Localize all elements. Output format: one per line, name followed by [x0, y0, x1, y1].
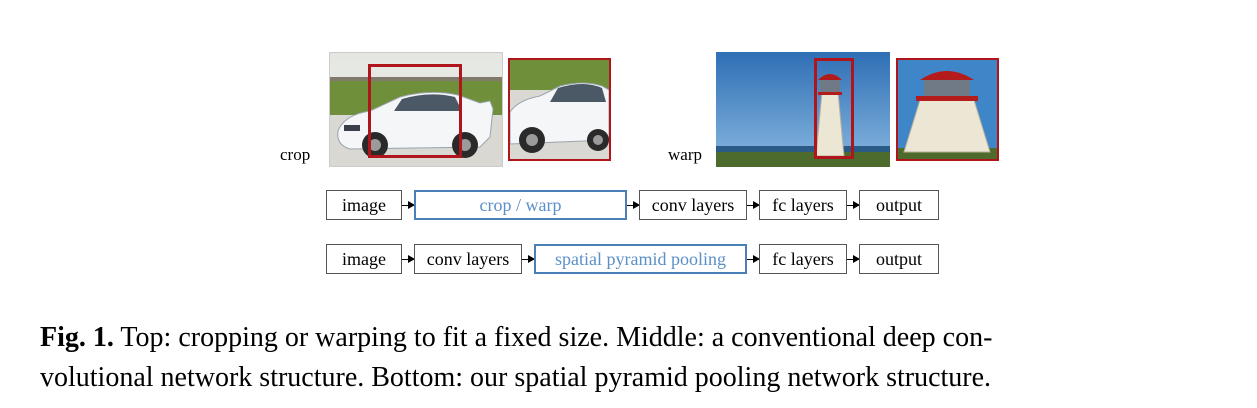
bottom-fc-layers-box: fc layers: [759, 244, 847, 274]
lighthouse-photo: [716, 52, 890, 167]
cropped-car-thumbnail: [508, 58, 611, 161]
top-image-box: image: [326, 190, 402, 220]
arrow-icon: [402, 201, 415, 209]
figure-1: crop warp image: [280, 52, 999, 274]
crop-label: crop: [280, 145, 311, 164]
car-photo: [329, 52, 503, 167]
arrow-icon: [747, 201, 760, 209]
bottom-image-box: image: [326, 244, 402, 274]
caption-line-2: volutional network structure. Bottom: ou…: [40, 362, 992, 393]
arrow-icon: [747, 255, 760, 263]
arrow-icon: [402, 255, 415, 263]
figure-caption: Fig. 1. Top: cropping or warping to fit …: [40, 318, 1240, 398]
bottom-spp-box: spatial pyramid pooling: [534, 244, 747, 274]
arrow-icon: [847, 255, 860, 263]
arrow-icon: [627, 201, 640, 209]
bottom-conv-layers-box: conv layers: [414, 244, 522, 274]
warped-lighthouse-thumbnail: [896, 58, 999, 161]
warp-region-box: [814, 58, 854, 159]
bottom-output-box: output: [859, 244, 939, 274]
warp-label: warp: [668, 145, 702, 164]
top-crop-warp-box: crop / warp: [414, 190, 627, 220]
arrow-icon: [522, 255, 535, 263]
caption-line-1: Fig. 1. Top: cropping or warping to fit …: [40, 318, 1240, 358]
top-conv-layers-box: conv layers: [639, 190, 747, 220]
top-output-box: output: [859, 190, 939, 220]
crop-region-box: [368, 64, 462, 158]
top-fc-layers-box: fc layers: [759, 190, 847, 220]
caption-text-1: Top: cropping or warping to fit a fixed …: [113, 322, 993, 353]
arrow-icon: [847, 201, 860, 209]
figure-label: Fig. 1.: [40, 322, 114, 353]
